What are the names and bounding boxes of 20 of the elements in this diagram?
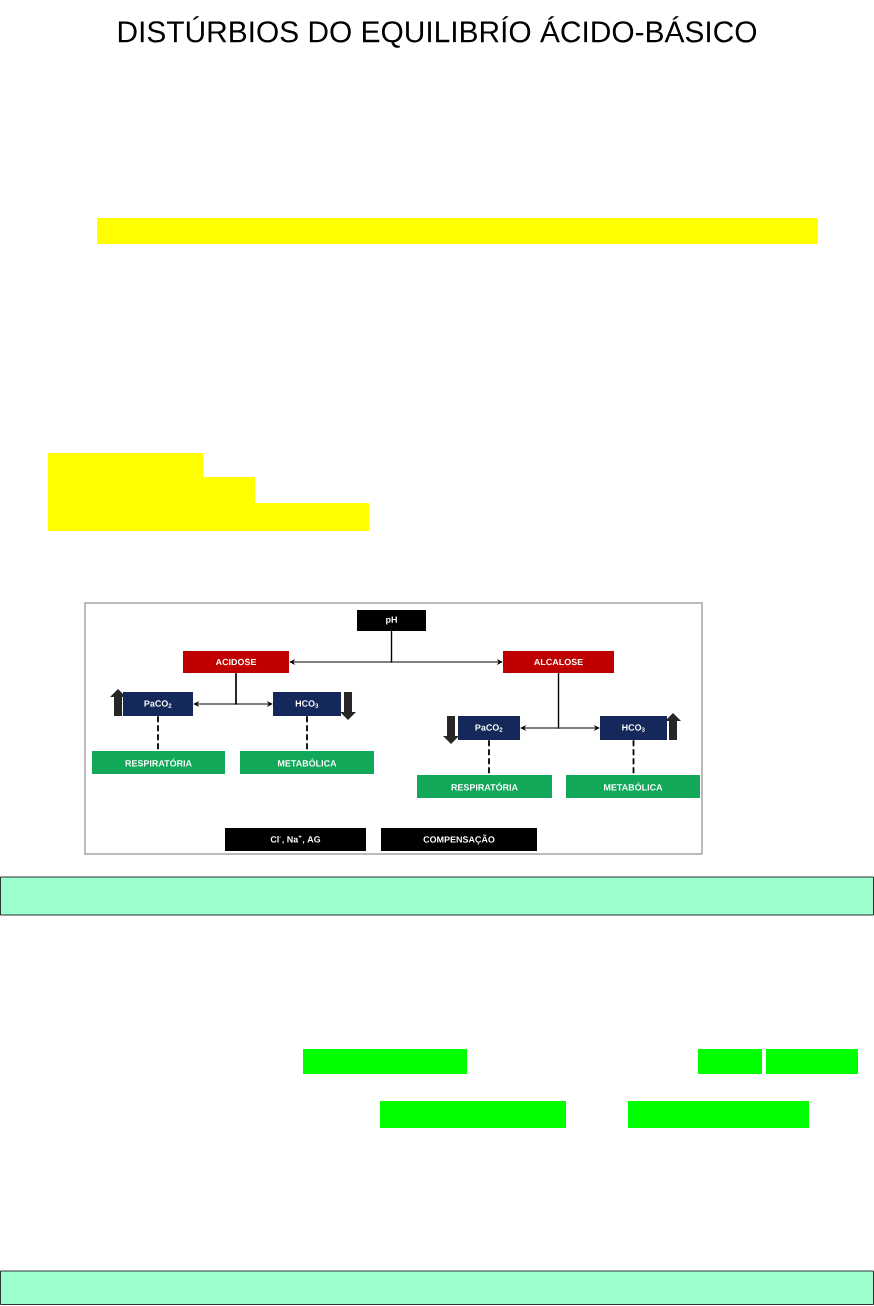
title: DISTÚRBIOS DO EQUILIBRÍO ÁCIDO-BÁSICO (118, 16, 757, 48)
parameter-box: HCO$_{3}$ (273, 692, 341, 716)
label-box: pH (357, 610, 426, 631)
parameter-box: HCO$_{3}$ (600, 716, 667, 740)
parameter-box: PaCO$_{2}$ (123, 692, 193, 716)
connector-line (632, 739, 635, 776)
type-box: METABÓLICA (566, 775, 700, 798)
label-box: COMPENSAÇÃO (381, 828, 537, 851)
connector-line (157, 715, 159, 752)
label-box: Cl$^{-}$, Na$^{+}$, AG (225, 828, 366, 851)
condition-box: ALCALOSE (503, 651, 614, 673)
connector-line (488, 739, 490, 776)
section-banner (0, 876, 874, 916)
type-box: METABÓLICA (240, 751, 374, 774)
type-box: RESPIRATÓRIA (92, 751, 225, 774)
section-banner (0, 1270, 874, 1305)
connector-line (306, 715, 308, 752)
condition-box: ACIDOSE (183, 651, 289, 673)
type-box: RESPIRATÓRIA (417, 775, 552, 798)
parameter-box: PaCO$_{2}$ (458, 716, 520, 740)
